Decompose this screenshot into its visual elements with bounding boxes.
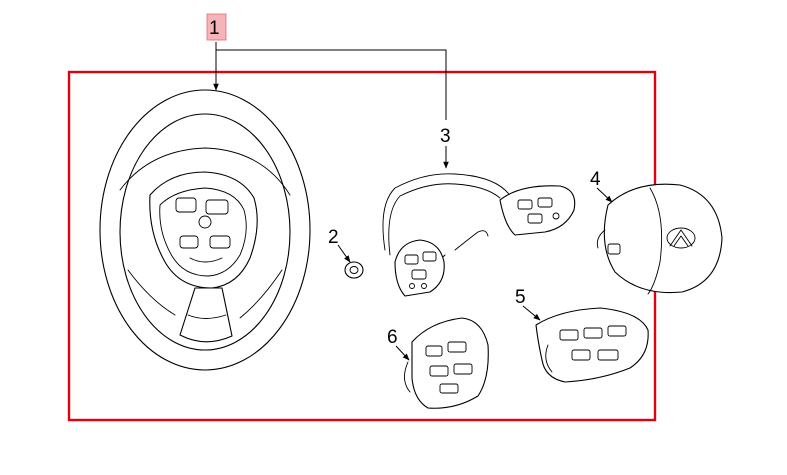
right-switch-part [535,307,649,383]
left-switch-part [404,317,489,409]
callout-5[interactable]: 5 [515,287,526,308]
callout-highlight [206,13,227,41]
infiniti-emblem-icon [666,227,696,249]
callout-3[interactable]: 3 [440,126,451,147]
steering-wheel-icon [99,89,311,371]
nut-part [344,261,364,279]
callout-6[interactable]: 6 [387,327,398,348]
callout-leaders [213,42,613,361]
airbag-module [596,183,723,295]
switch-assembly-harness [382,173,576,297]
callout-4[interactable]: 4 [590,169,601,190]
callout-1[interactable]: 1 [209,18,220,39]
callout-2[interactable]: 2 [328,227,339,248]
